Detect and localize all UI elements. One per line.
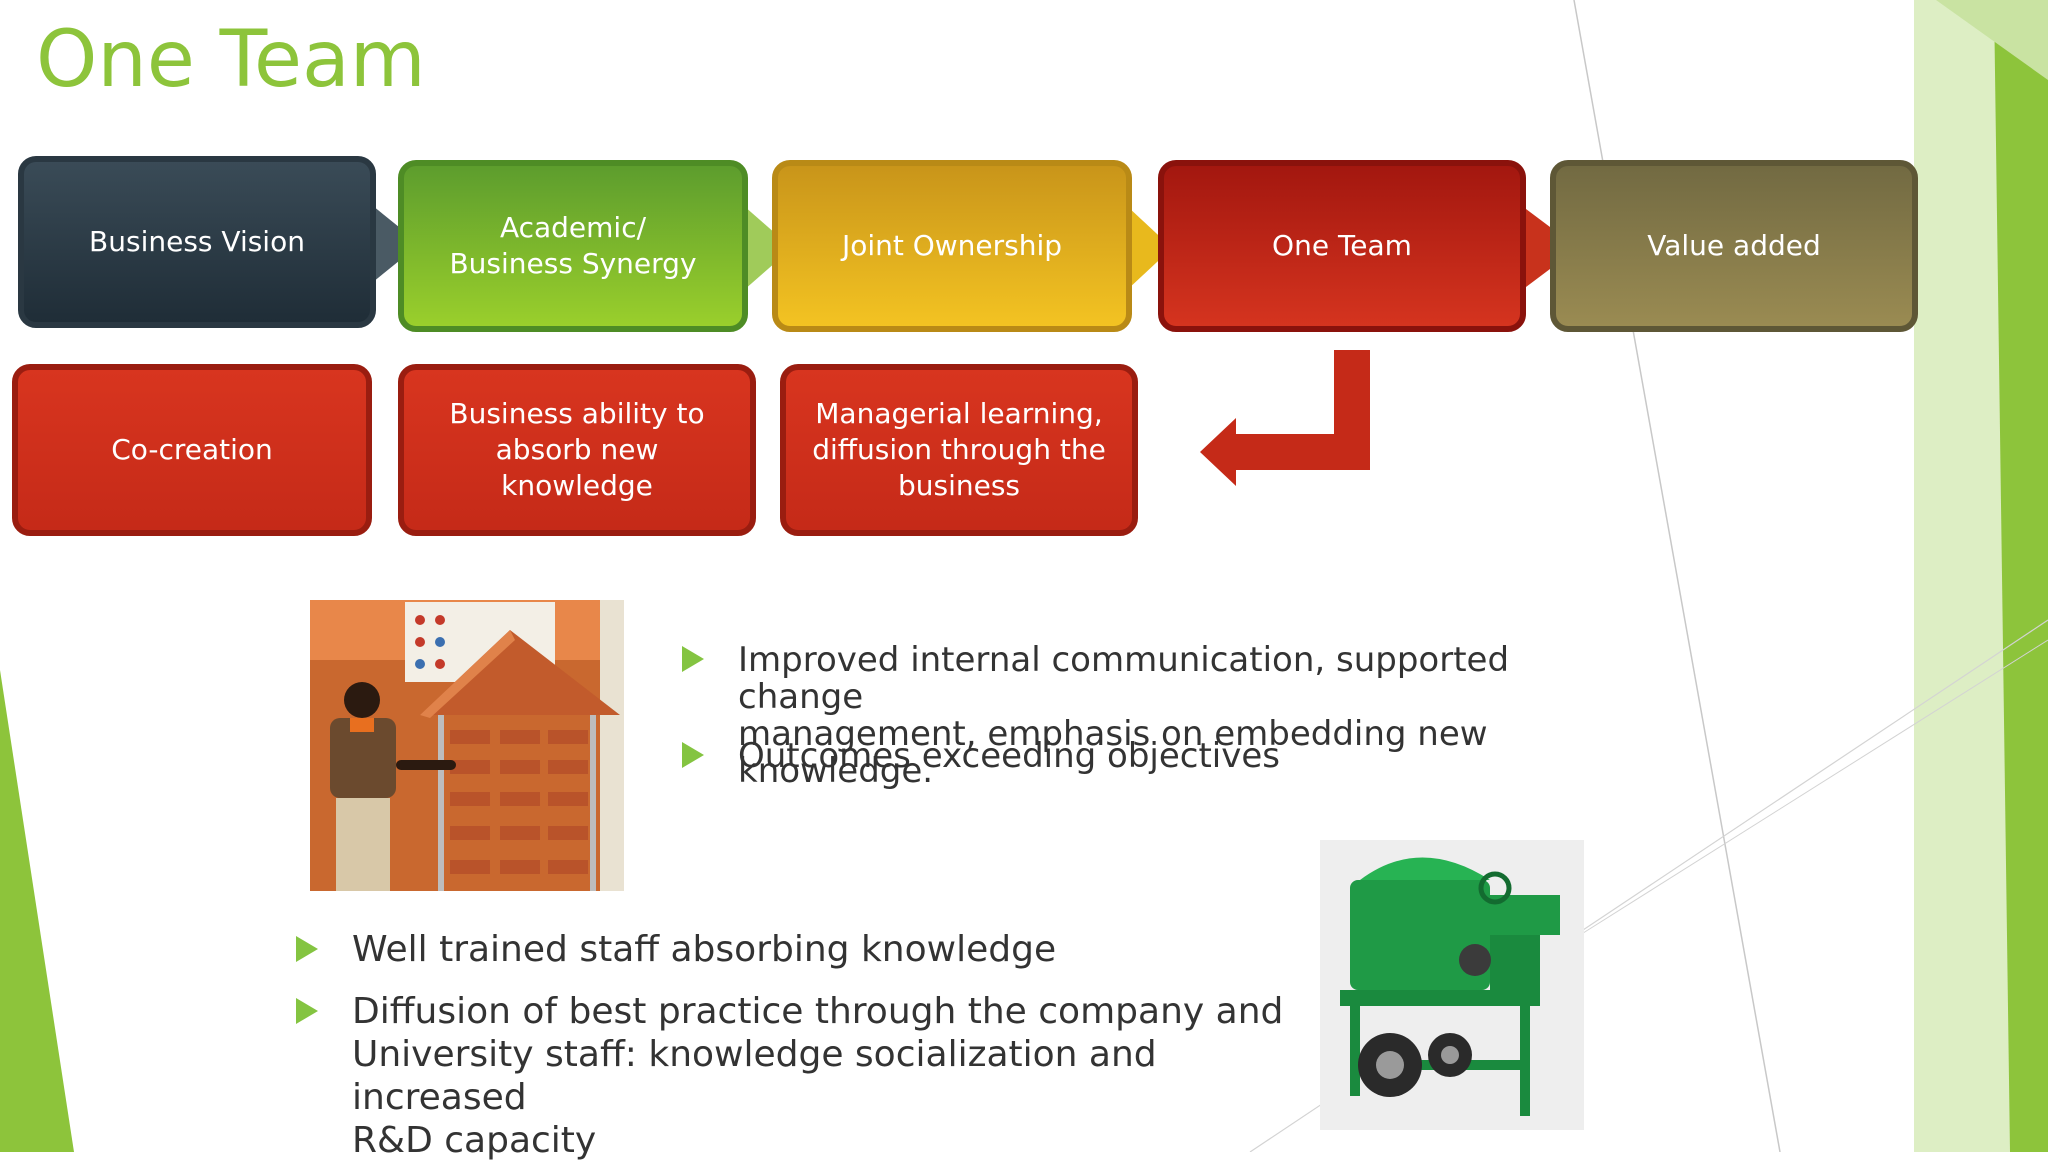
bullet-item: Improved internal communication, support…: [682, 640, 1638, 791]
bullet-triangle-icon: [296, 936, 318, 962]
bullet-item: Well trained staff absorbing knowledge: [296, 928, 1292, 971]
slide-title: One Team: [36, 15, 426, 105]
man-with-roof-tiles-photo: [310, 600, 624, 891]
flow-step-business-ability: Business ability to absorb new knowledge: [398, 364, 756, 536]
step-label-line: Business Synergy: [449, 247, 697, 280]
bullet-text-line: University staff: knowledge socializatio…: [352, 1034, 1157, 1118]
bullet-triangle-icon: [682, 646, 704, 672]
step-label-line: Managerial learning,: [815, 397, 1103, 430]
step-label-line: Business ability to: [449, 397, 705, 430]
step-label-line: One Team: [1272, 229, 1412, 262]
step-label-line: diffusion through the: [812, 433, 1106, 466]
bullet-text-line: management, emphasis on embedding new kn…: [738, 714, 1488, 791]
bullet-item: Diffusion of best practice through the c…: [296, 990, 1292, 1162]
step-label-line: absorb new knowledge: [495, 433, 659, 502]
green-thresher-machine-photo: [1320, 840, 1584, 1130]
step-label-line: Academic/: [499, 211, 647, 244]
flow-step-managerial-learning: Managerial learning, diffusion through t…: [780, 364, 1138, 536]
step-label-line: Value added: [1647, 229, 1821, 262]
bullet-text-line: Well trained staff absorbing knowledge: [352, 929, 1057, 970]
bullet-item: Outcomes exceeding objectives: [682, 736, 1638, 776]
bullet-text-line: R&D capacity: [352, 1120, 597, 1161]
flow-step-joint-ownership: Joint Ownership: [772, 160, 1132, 332]
bullet-text-line: Improved internal communication, support…: [738, 640, 1510, 717]
bullet-text-line: Diffusion of best practice through the c…: [352, 991, 1284, 1032]
step-label-line: Co-creation: [111, 433, 273, 466]
bullet-triangle-icon: [296, 998, 318, 1024]
step-label-line: Business Vision: [89, 225, 305, 258]
bullet-text-line: Outcomes exceeding objectives: [738, 736, 1281, 776]
flow-step-value-added: Value added: [1550, 160, 1918, 332]
elbow-arrow-left-icon: [1200, 350, 1370, 486]
flow-step-business-vision: Business Vision: [18, 156, 376, 328]
bullet-triangle-icon: [682, 742, 704, 768]
step-label-line: business: [897, 469, 1021, 502]
flow-step-academic-business-synergy: Academic/ Business Synergy: [398, 160, 748, 332]
flow-step-co-creation: Co-creation: [12, 364, 372, 536]
step-label-line: Joint Ownership: [841, 229, 1063, 262]
flow-step-one-team: One Team: [1158, 160, 1526, 332]
